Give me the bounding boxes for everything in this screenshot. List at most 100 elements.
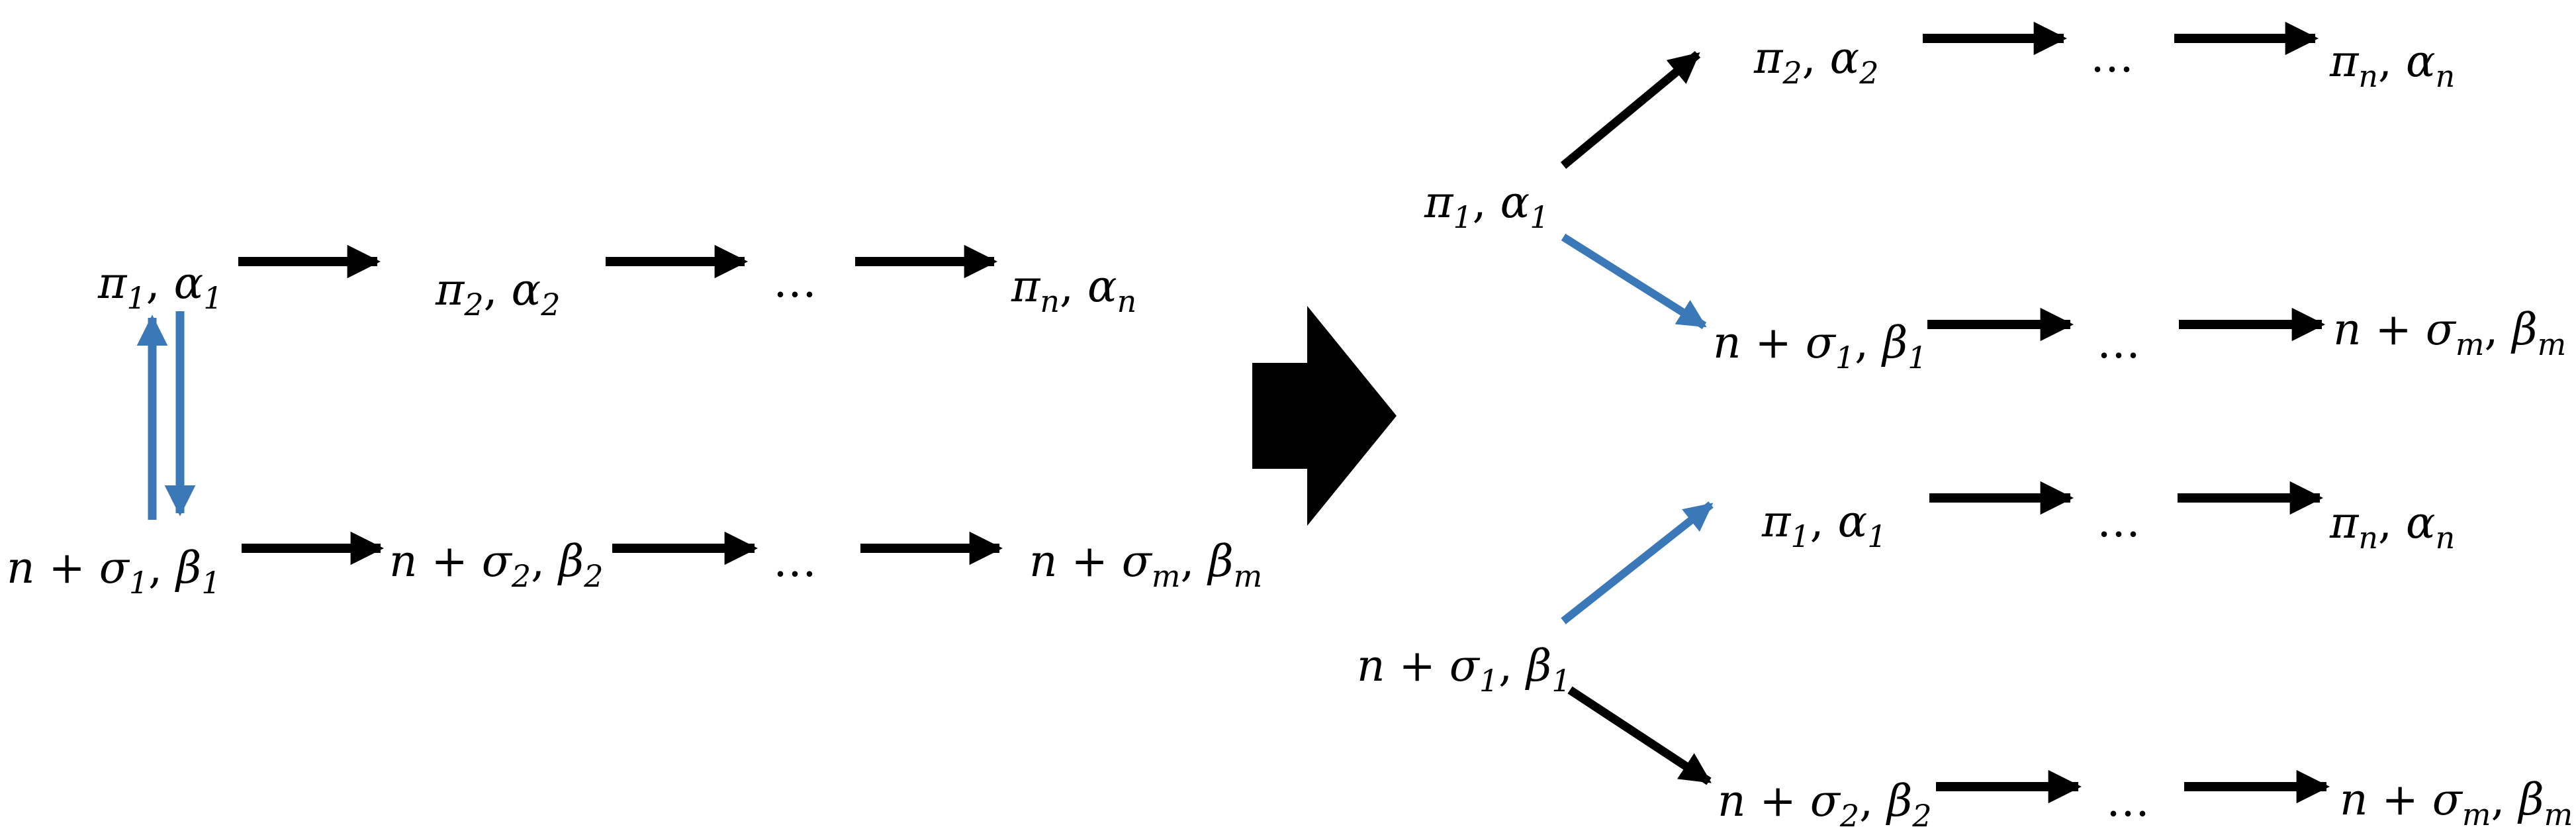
separator-text: , <box>1810 496 1838 547</box>
prefix-text: n + <box>1029 536 1122 587</box>
subscript-text: m <box>2544 797 2573 832</box>
symbol-text: σ <box>99 542 130 593</box>
transform-arrow <box>1252 306 1397 526</box>
right-lower-root-node: n + σ1, β1 <box>1357 640 1571 699</box>
symbol-text: π <box>1424 177 1454 228</box>
symbol-text: β <box>2516 774 2544 825</box>
symbol-text: π <box>1011 261 1041 312</box>
right-lower-a-ellipsis: … <box>2097 496 2140 547</box>
right-lower-a-node-1: π1, α1 <box>1761 496 1887 554</box>
right-upper-b-node-1: n + σ1, β1 <box>1713 317 1927 375</box>
symbol-text: σ <box>2432 774 2463 825</box>
separator-text: , <box>484 264 512 315</box>
subscript-text: 1 <box>1479 663 1498 699</box>
symbol-text: β <box>1206 536 1233 587</box>
symbol-text: α <box>2406 497 2436 548</box>
separator-text: , <box>1859 775 1887 826</box>
right-upper-a-ellipsis: … <box>2090 31 2134 82</box>
left-bottom-ellipsis: … <box>773 536 817 587</box>
subscript-text: n <box>2436 58 2456 94</box>
subscript-text: 1 <box>201 565 220 601</box>
symbol-text: α <box>512 264 541 315</box>
symbol-text: α <box>1087 261 1117 312</box>
separator-text: , <box>148 542 176 593</box>
right-upper-b-ellipsis: … <box>2097 317 2140 368</box>
left-sequence-diagram: π1, α1 π2, α2 … πn, αn n + σ1, β1 n + σ2… <box>7 244 1263 601</box>
right-lower-root-to-b-arrow <box>1567 686 1712 785</box>
right-lower-b-node-2: n + σ2, β2 <box>1718 775 1932 833</box>
ellipsis-text: … <box>2106 775 2150 826</box>
symbol-text: α <box>174 258 204 309</box>
separator-text: , <box>1060 261 1087 312</box>
symbol-text: σ <box>1806 317 1837 368</box>
symbol-text: β <box>1524 640 1551 691</box>
symbol-text: π <box>1761 496 1792 547</box>
subscript-text: n <box>2436 520 2456 556</box>
subscript-text: 1 <box>1835 340 1855 375</box>
symbol-text: π <box>2329 36 2360 87</box>
right-lower-a-node-n: πn, αn <box>2329 497 2455 556</box>
ellipsis-text: … <box>773 256 817 307</box>
subscript-text: 2 <box>1782 55 1802 91</box>
symbol-text: β <box>2510 304 2537 355</box>
subscript-text: 2 <box>540 287 560 322</box>
prefix-text: n + <box>1357 640 1449 691</box>
ellipsis-text: … <box>2090 31 2134 82</box>
prefix-text: n + <box>1713 317 1806 368</box>
symbol-text: σ <box>2426 304 2457 355</box>
subscript-text: m <box>2462 797 2491 832</box>
symbol-text: β <box>1880 317 1908 368</box>
subscript-text: 1 <box>1453 199 1472 235</box>
symbol-text: π <box>435 264 465 315</box>
right-lower-root-to-a-arrow <box>1561 501 1714 624</box>
separator-text: , <box>2491 774 2518 825</box>
symbol-text: σ <box>1449 640 1481 691</box>
ellipsis-text: … <box>773 536 817 587</box>
separator-text: , <box>531 536 559 587</box>
right-upper-a-node-n: πn, αn <box>2329 36 2455 94</box>
symbol-text: β <box>174 542 201 593</box>
subscript-text: 1 <box>126 280 146 316</box>
symbol-text: α <box>1500 177 1530 228</box>
separator-text: , <box>1855 317 1882 368</box>
left-top-ellipsis: … <box>773 256 817 307</box>
left-top-node-2: π2, α2 <box>435 264 561 322</box>
symbol-text: π <box>1753 32 1784 83</box>
subscript-text: 1 <box>1867 518 1886 554</box>
subscript-text: 1 <box>129 565 148 601</box>
symbol-text: α <box>1838 496 1868 547</box>
separator-text: , <box>2378 497 2406 548</box>
subscript-text: n <box>2358 520 2378 556</box>
subscript-text: 2 <box>1859 55 1878 91</box>
symbol-text: σ <box>482 536 513 587</box>
subscript-text: m <box>1152 558 1181 594</box>
separator-text: , <box>2484 304 2512 355</box>
subscript-text: m <box>1234 558 1263 594</box>
separator-text: , <box>146 258 174 309</box>
separator-text: , <box>1180 536 1208 587</box>
prefix-text: n + <box>389 536 482 587</box>
symbol-text: σ <box>1122 536 1153 587</box>
right-lower-b-ellipsis: … <box>2106 775 2150 826</box>
symbol-text: α <box>2406 36 2436 87</box>
left-top-node-n: πn, αn <box>1011 261 1136 319</box>
subscript-text: n <box>1040 283 1060 319</box>
symbol-text: β <box>557 536 584 587</box>
prefix-text: n + <box>7 542 99 593</box>
separator-text: , <box>1473 177 1500 228</box>
symbol-text: β <box>1885 775 1912 826</box>
right-upper-a-node-2: π2, α2 <box>1753 32 1879 91</box>
right-upper-root-to-b-arrow <box>1561 233 1707 330</box>
subscript-text: n <box>2358 58 2378 94</box>
separator-text: , <box>2378 36 2406 87</box>
right-upper-b-node-m: n + σm, βm <box>2333 304 2566 362</box>
symbol-text: σ <box>1810 775 1841 826</box>
left-top-node-1: π1, α1 <box>97 258 223 316</box>
subscript-text: 1 <box>1530 199 1549 235</box>
ellipsis-text: … <box>2097 317 2140 368</box>
symbol-text: π <box>2329 497 2360 548</box>
subscript-text: n <box>1117 283 1137 319</box>
subscript-text: 1 <box>203 280 222 316</box>
right-upper-root-node: π1, α1 <box>1424 177 1549 235</box>
